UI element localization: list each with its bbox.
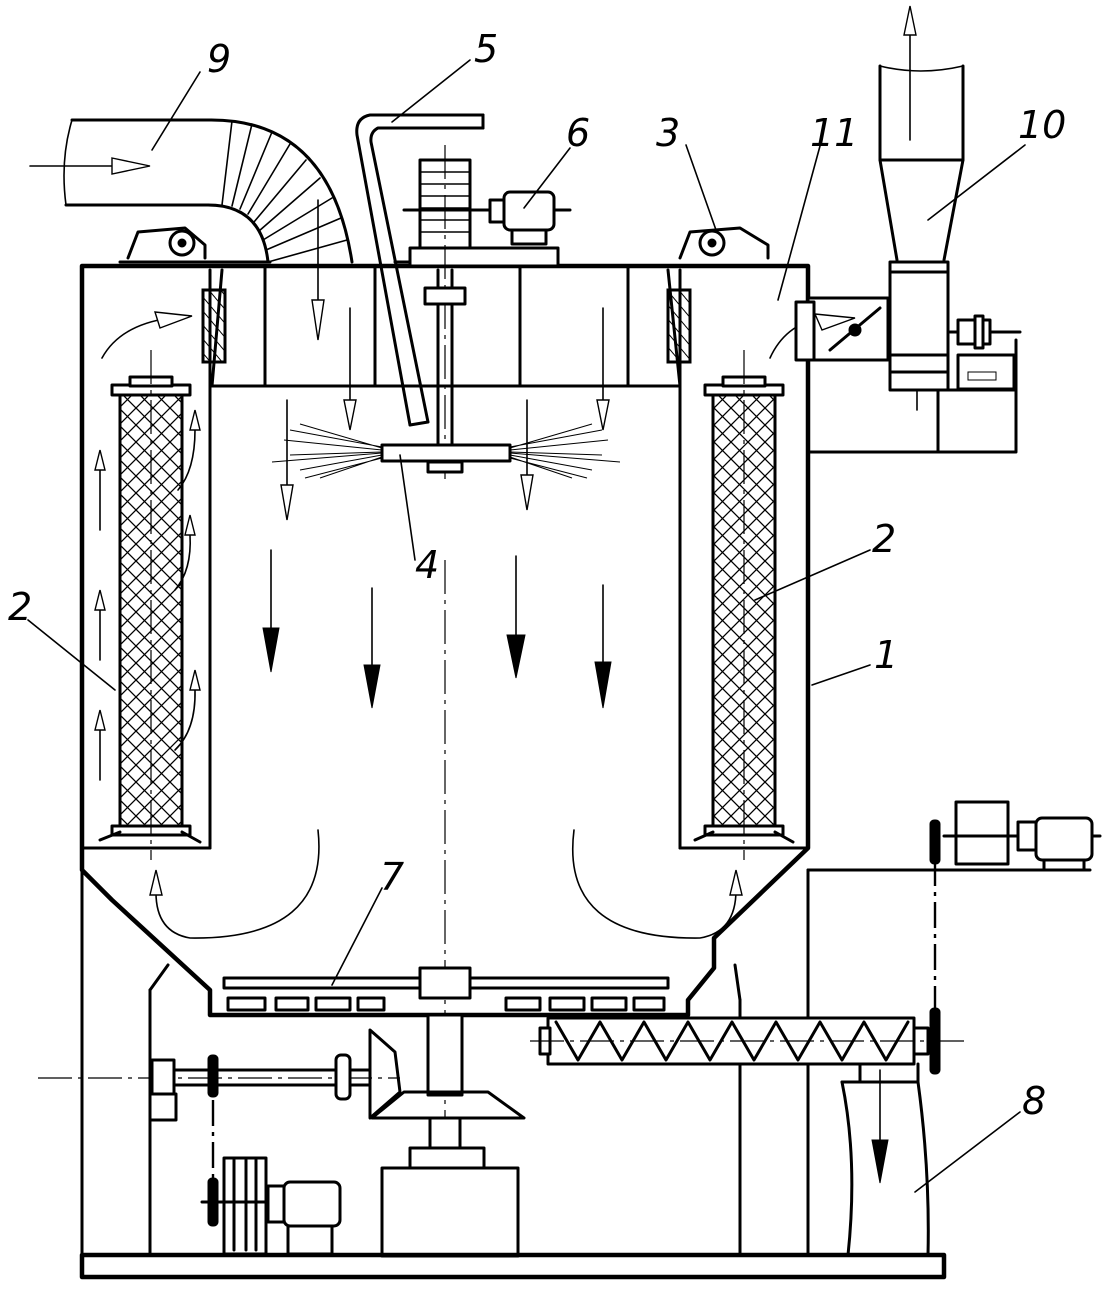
- callout-11: 11: [810, 111, 858, 155]
- callout-2-left: 2: [8, 585, 32, 629]
- callout-10: 10: [1018, 103, 1066, 147]
- screw-conveyor: [530, 860, 970, 1257]
- callout-4: 4: [415, 543, 439, 587]
- atomizer: [271, 268, 621, 479]
- callout-8: 8: [1022, 1079, 1046, 1123]
- feed-pipe: [355, 113, 485, 427]
- callout-5: 5: [474, 27, 498, 71]
- base-plate: [79, 1252, 947, 1280]
- right-motor: [806, 800, 1102, 872]
- rotor: [222, 966, 670, 1258]
- callout-7: 7: [380, 855, 404, 899]
- exhaust-assembly: [794, 5, 1022, 454]
- top-drive: [402, 145, 572, 480]
- leader-lines: [27, 59, 1026, 1193]
- callout-9: 9: [207, 37, 231, 81]
- filter-left: [98, 375, 202, 844]
- callout-2-right: 2: [872, 517, 896, 561]
- inlet-duct: [29, 118, 354, 264]
- hinge-left: [126, 226, 207, 260]
- flow-arrows: [94, 199, 889, 1184]
- callout-6: 6: [566, 111, 590, 155]
- hinge-right: [678, 226, 770, 260]
- left-bottom-drive: [38, 1053, 400, 1256]
- callout-3: 3: [656, 111, 680, 155]
- callout-1: 1: [874, 633, 898, 677]
